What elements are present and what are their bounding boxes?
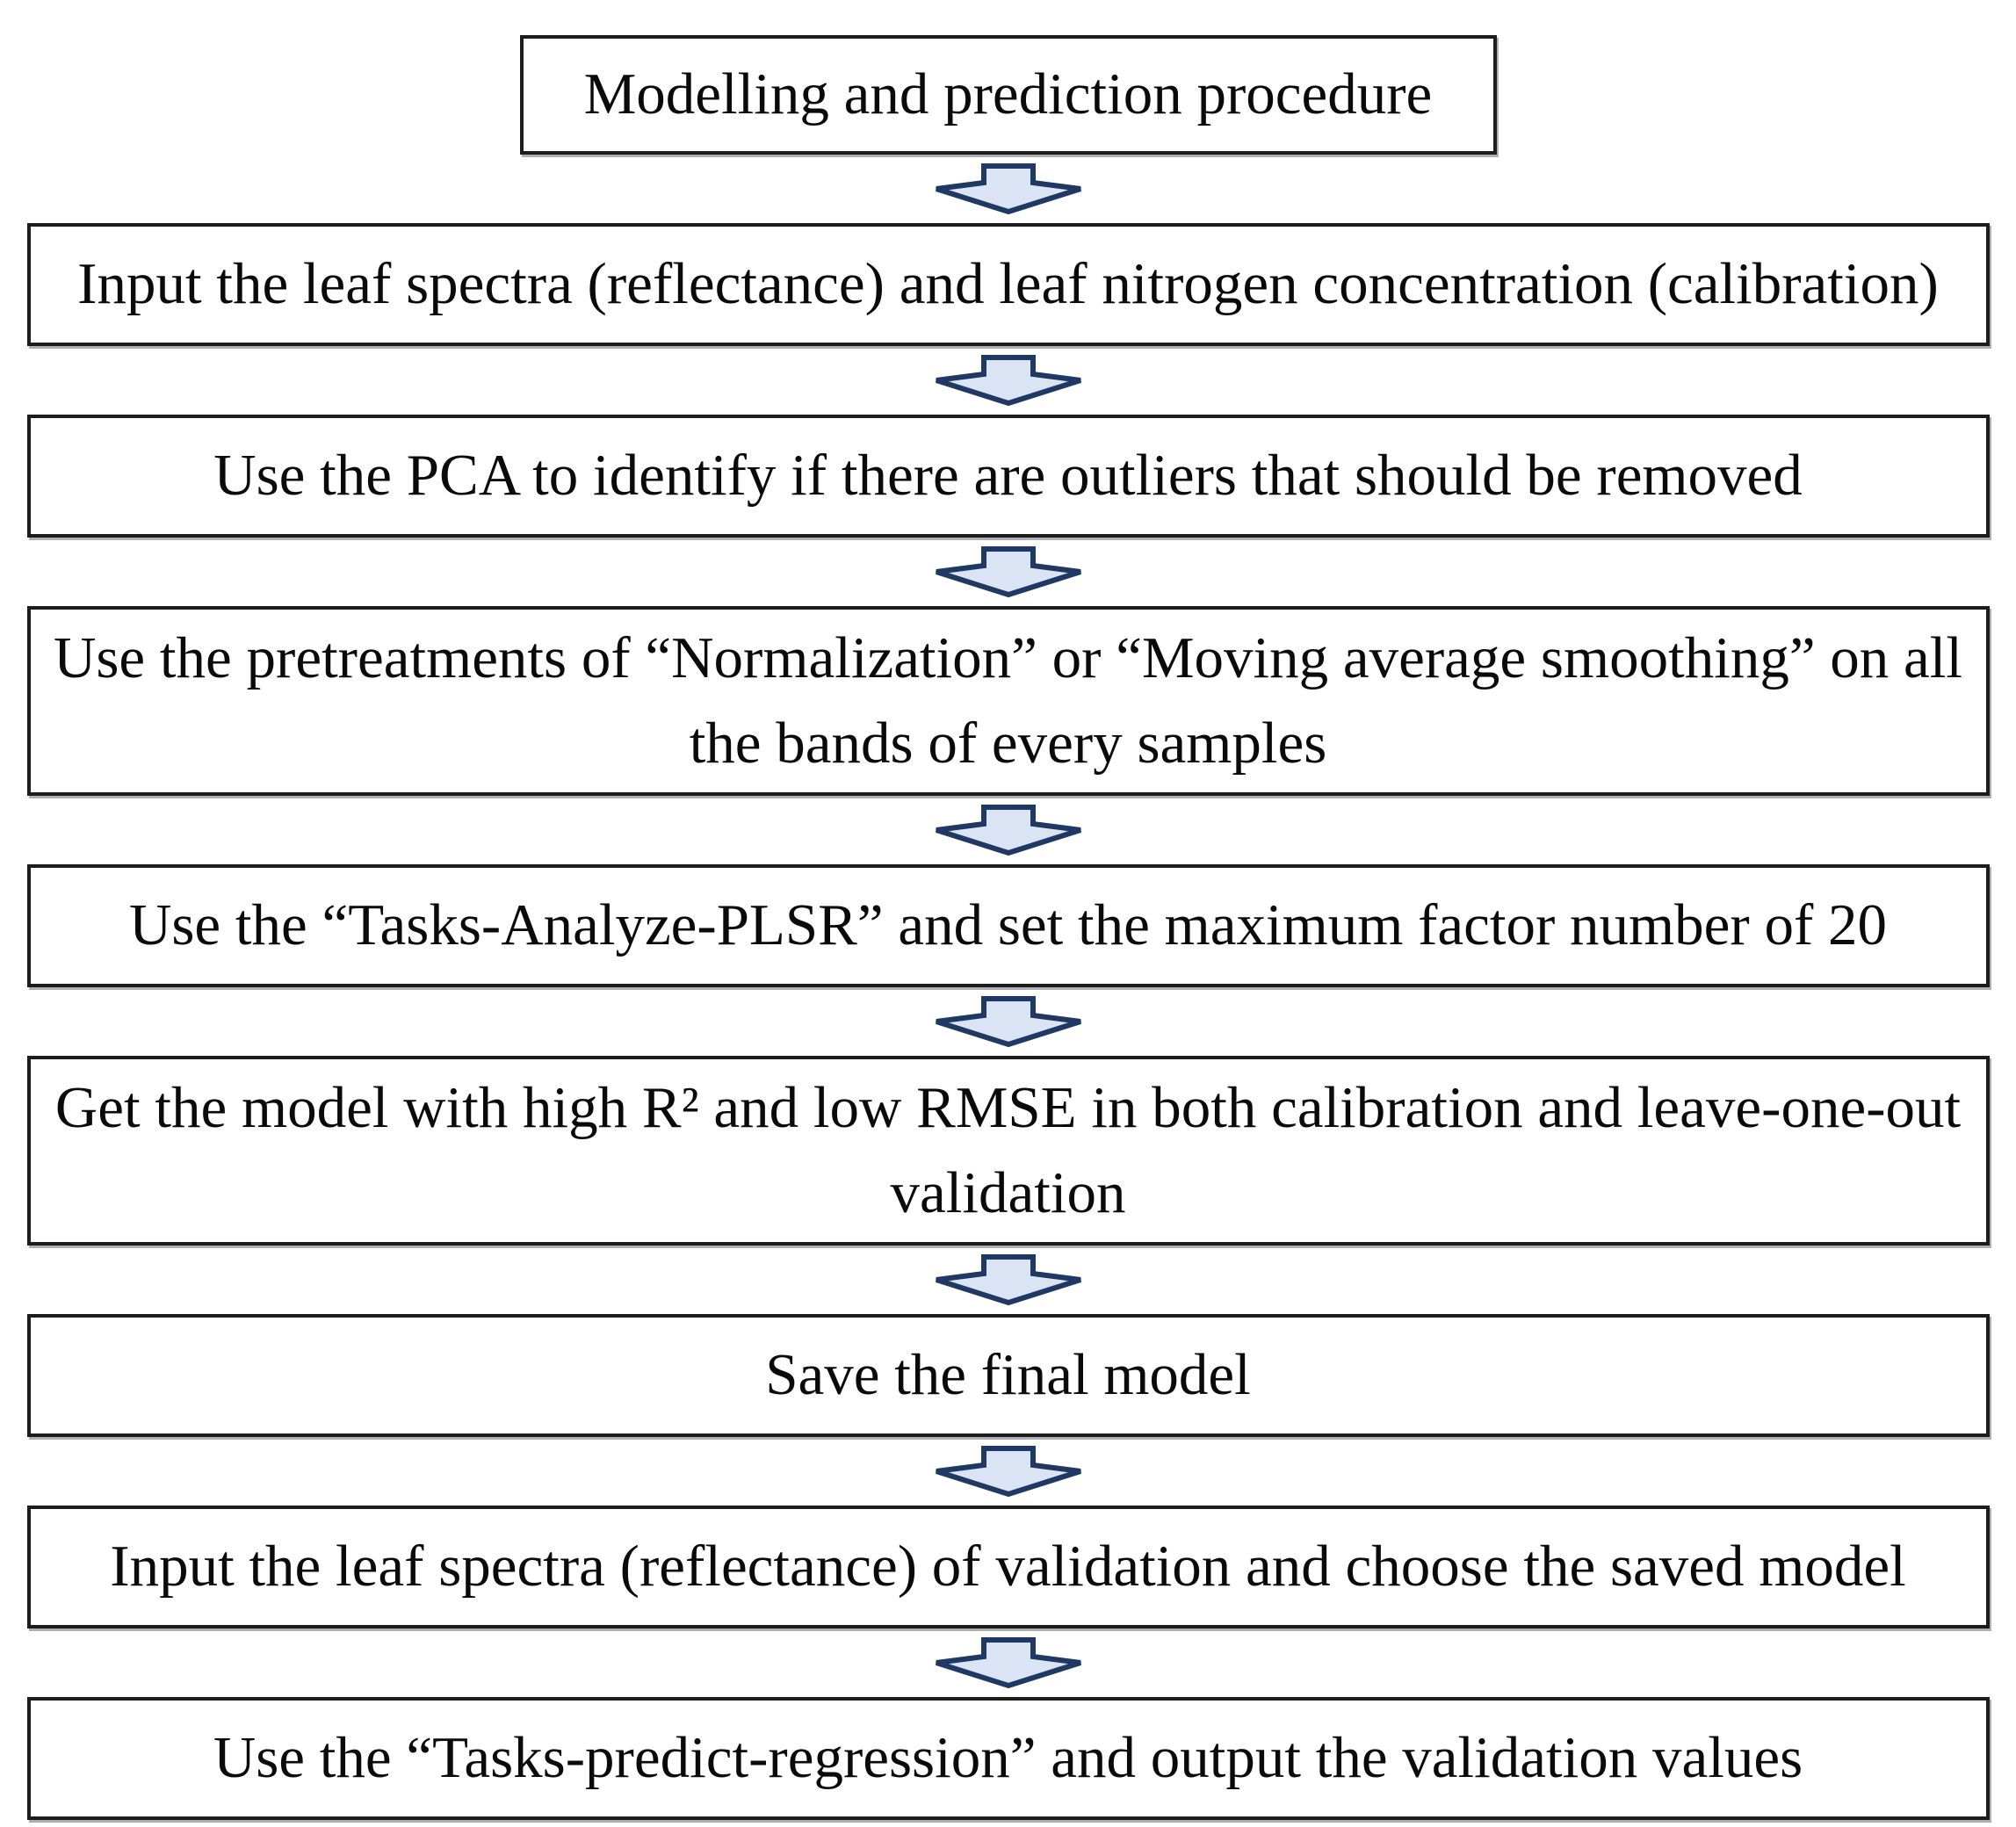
down-arrow-icon [935, 355, 1081, 406]
step-label: Input the leaf spectra (reflectance) of … [110, 1534, 1906, 1600]
down-arrow-icon [935, 805, 1081, 856]
step-box-pretreatments: Use the pretreatments of “Normalization”… [26, 606, 1990, 796]
step-label: Use the PCA to identify if there are out… [213, 443, 1803, 509]
flowchart-title-box: Modelling and prediction procedure [519, 35, 1497, 155]
step-label: Use the “Tasks-predict-regression” and o… [213, 1725, 1803, 1791]
step-label-line-1: Get the model with high R² and low RMSE … [54, 1074, 1962, 1140]
step-label-line-1: Use the pretreatments of “Normalization”… [53, 625, 1963, 690]
step-box-save-model: Save the final model [26, 1314, 1990, 1437]
step-box-pca-outliers: Use the PCA to identify if there are out… [26, 415, 1990, 538]
step-box-predict-regression: Use the “Tasks-predict-regression” and o… [26, 1697, 1990, 1820]
down-arrow-icon [935, 1446, 1081, 1497]
step-box-input-calibration: Input the leaf spectra (reflectance) and… [26, 223, 1990, 346]
step-label: Use the “Tasks-Analyze-PLSR” and set the… [128, 892, 1888, 958]
step-label: Input the leaf spectra (reflectance) and… [77, 251, 1939, 317]
step-label-line-2: the bands of every samples [689, 711, 1327, 776]
down-arrow-icon [935, 1254, 1081, 1305]
down-arrow-icon [935, 996, 1081, 1047]
step-box-model-selection: Get the model with high R² and low RMSE … [26, 1056, 1990, 1246]
step-label: Save the final model [765, 1342, 1251, 1408]
step-box-input-validation: Input the leaf spectra (reflectance) of … [26, 1506, 1990, 1628]
down-arrow-icon [935, 1637, 1081, 1688]
step-box-plsr-settings: Use the “Tasks-Analyze-PLSR” and set the… [26, 864, 1990, 987]
down-arrow-icon [935, 163, 1081, 214]
flowchart-title: Modelling and prediction procedure [583, 61, 1433, 127]
step-label-line-2: validation [890, 1160, 1126, 1225]
down-arrow-icon [935, 546, 1081, 597]
